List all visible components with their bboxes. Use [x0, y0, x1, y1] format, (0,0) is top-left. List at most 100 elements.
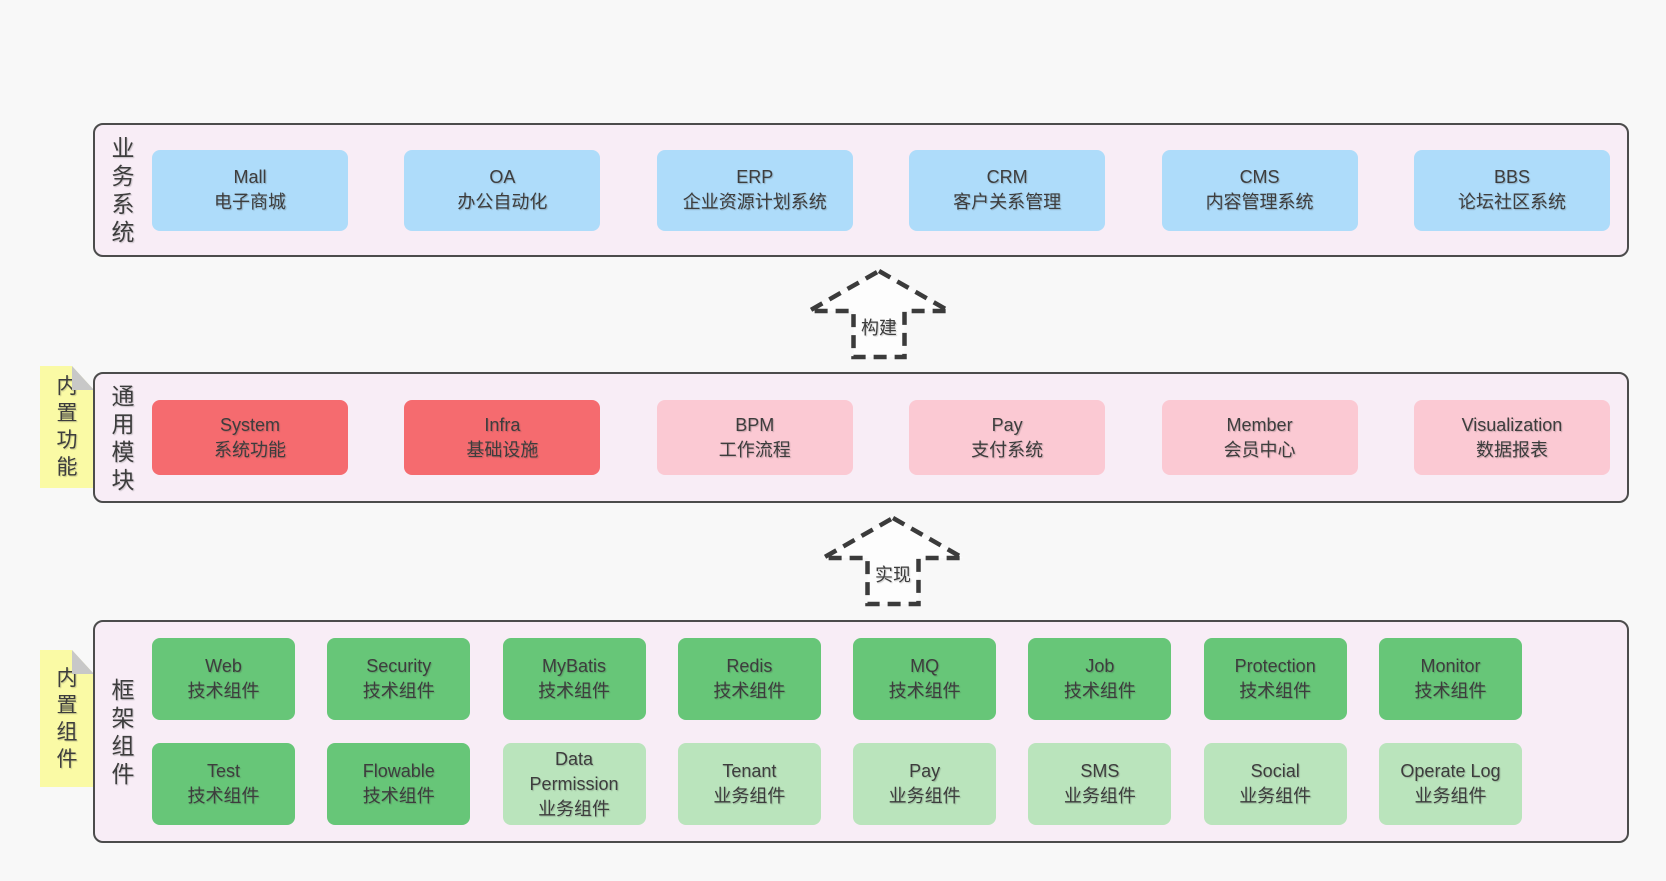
arrow-label: 构建 [859, 314, 899, 340]
box-subtitle: 技术组件 [888, 681, 961, 701]
box-mq: MQ 技术组件 [853, 638, 997, 720]
box-pay: Pay 业务组件 [853, 743, 997, 825]
box-title: MQ [910, 656, 940, 676]
box-cms: CMS 内容管理系统 [1161, 149, 1358, 231]
box-title: Flowable [362, 761, 435, 781]
box-subtitle: 企业资源计划系统 [682, 192, 827, 212]
box-title: Infra [484, 414, 521, 435]
box-subtitle: 业务组件 [1414, 786, 1487, 806]
box-subtitle: 业务组件 [1239, 786, 1312, 806]
box-title: CMS [1239, 167, 1280, 187]
box-subtitle: 工作流程 [718, 439, 791, 460]
box-title: BPM [735, 414, 775, 435]
sticky-note-label: 内置功能 [56, 375, 78, 479]
box-subtitle: 基础设施 [466, 439, 539, 460]
note-fold-icon [72, 650, 94, 674]
box-tenant: Tenant 业务组件 [677, 743, 821, 825]
box-title: CRM [986, 167, 1028, 187]
box-monitor: Monitor 技术组件 [1378, 638, 1522, 720]
box-title: SMS [1080, 761, 1120, 781]
box-title: Operate Log [1400, 761, 1501, 781]
box-title: Member [1226, 414, 1293, 435]
box-subtitle: 内容管理系统 [1205, 192, 1314, 212]
box-subtitle: 支付系统 [971, 439, 1044, 460]
box-mybatis: MyBatis 技术组件 [502, 638, 646, 720]
box-title: Web [205, 656, 242, 676]
box-subtitle: 业务组件 [713, 786, 786, 806]
box-social: Social 业务组件 [1203, 743, 1347, 825]
box-title: Security [366, 656, 432, 676]
box-title: BBS [1493, 167, 1530, 187]
sticky-note-label: 内置组件 [56, 666, 78, 771]
box-subtitle: 业务组件 [538, 798, 611, 819]
box-subtitle: 技术组件 [538, 681, 611, 701]
box-subtitle: 数据报表 [1475, 439, 1548, 460]
box-title: Protection [1234, 656, 1316, 676]
box-operate-log: Operate Log 业务组件 [1378, 743, 1522, 825]
box-bpm: BPM 工作流程 [656, 400, 853, 475]
box-subtitle: 电子商城 [214, 192, 286, 212]
box-title: Social [1250, 761, 1300, 781]
box-subtitle: 客户关系管理 [953, 192, 1062, 212]
arrow-label: 实现 [873, 561, 913, 587]
box-mall: Mall 电子商城 [152, 149, 348, 231]
box-subtitle: 系统功能 [214, 439, 286, 460]
box-erp: ERP 企业资源计划系统 [656, 149, 853, 231]
box-title: OA [489, 167, 516, 187]
box-subtitle: 会员中心 [1223, 439, 1296, 460]
box-subtitle: 业务组件 [1063, 786, 1136, 806]
box-title: Tenant [722, 761, 777, 781]
box-title: Mall [233, 167, 267, 187]
box-title: MyBatis [542, 656, 607, 676]
panel-label-text: 通用模块 [111, 382, 135, 493]
box-title: Job [1085, 656, 1115, 676]
box-job: Job 技术组件 [1028, 638, 1172, 720]
box-sms: SMS 业务组件 [1028, 743, 1172, 825]
box-system: System 系统功能 [152, 400, 348, 475]
box-subtitle: 业务组件 [888, 786, 961, 806]
box-title: Visualization [1461, 414, 1563, 435]
box-infra: Infra 基础设施 [404, 400, 601, 475]
box-subtitle: 技术组件 [1414, 681, 1487, 701]
box-data-permission: Data Permission 业务组件 [502, 743, 646, 825]
box-title: Redis [726, 656, 773, 676]
box-subtitle: 技术组件 [362, 681, 435, 701]
box-crm: CRM 客户关系管理 [909, 149, 1106, 231]
box-title: ERP [736, 167, 774, 187]
box-redis: Redis 技术组件 [677, 638, 821, 720]
box-title: System [219, 414, 280, 435]
box-member: Member 会员中心 [1161, 400, 1358, 475]
panel-label-common-modules: 通用模块 [108, 374, 138, 501]
box-subtitle: 论坛社区系统 [1457, 192, 1566, 212]
box-title: Data Permission [529, 748, 619, 794]
note-fold-icon [72, 366, 94, 390]
box-visualization: Visualization 数据报表 [1413, 400, 1610, 475]
box-title: Pay [909, 761, 941, 781]
box-subtitle: 技术组件 [187, 786, 260, 806]
arrow-implement: 实现 [814, 515, 972, 607]
box-title: Monitor [1420, 656, 1481, 676]
box-title: Test [206, 761, 240, 781]
arrow-build: 构建 [800, 268, 958, 360]
panel-label-framework-components: 框架组件 [108, 622, 138, 841]
box-subtitle: 技术组件 [1239, 681, 1312, 701]
panel-label-text: 业务系统 [111, 135, 135, 245]
box-bbs: BBS 论坛社区系统 [1413, 149, 1610, 231]
panel-label-business-systems: 业务系统 [108, 125, 138, 255]
box-subtitle: 技术组件 [713, 681, 786, 701]
box-security: Security 技术组件 [327, 638, 471, 720]
box-subtitle: 技术组件 [1063, 681, 1136, 701]
